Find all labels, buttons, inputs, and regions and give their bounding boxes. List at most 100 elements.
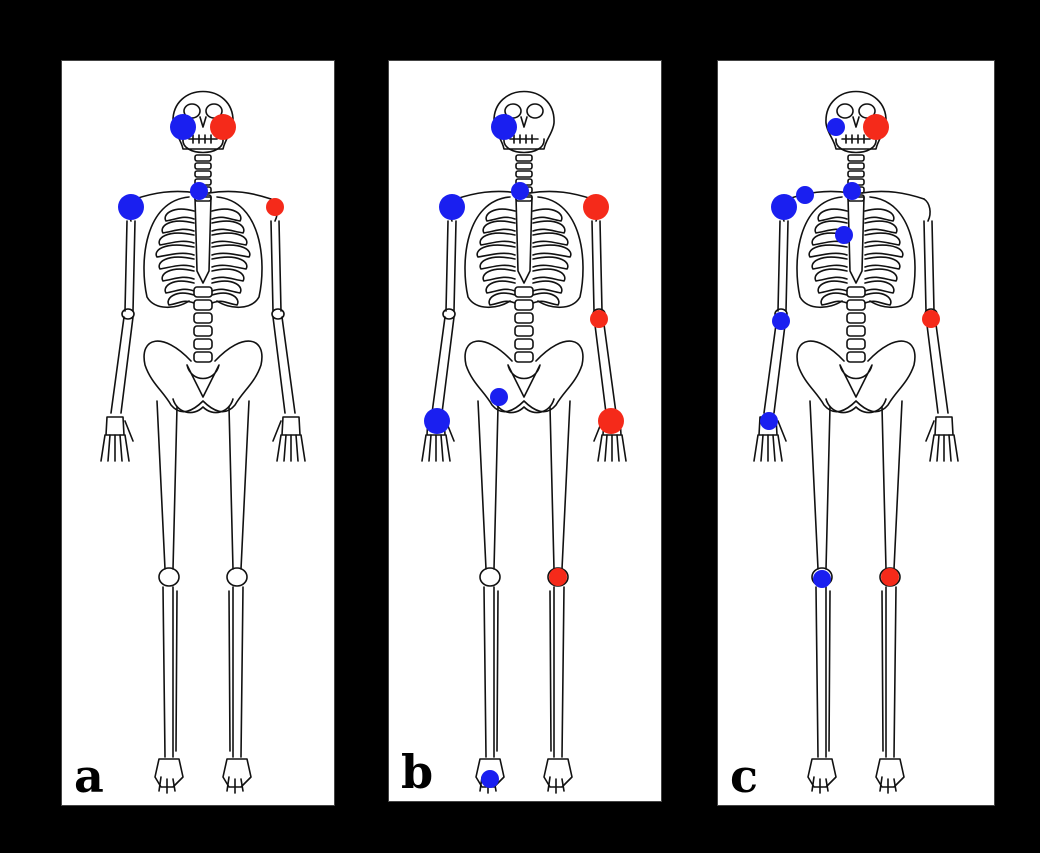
rib-right: [815, 269, 847, 281]
rib-left: [212, 269, 244, 281]
toes: [812, 777, 828, 793]
marker-blue-right-ribs: [835, 226, 853, 244]
rib-right: [165, 209, 194, 221]
lumbar-vertebra: [847, 300, 865, 310]
finger: [773, 435, 775, 461]
rib-left: [212, 293, 238, 305]
teeth: [510, 135, 538, 143]
lumbar-vertebra: [847, 287, 865, 297]
marker-blue-sternal-notch: [511, 182, 529, 200]
lumbar-vertebra: [194, 300, 212, 310]
femur-left: [882, 401, 902, 569]
lumbar-vertebra: [194, 287, 212, 297]
lumbar-vertebra: [515, 287, 533, 297]
finger: [605, 435, 607, 461]
finger: [598, 435, 602, 461]
rib-right: [809, 245, 847, 257]
marker-blue-right-knee: [813, 570, 831, 588]
rib-right: [159, 233, 194, 245]
nasal-cavity: [521, 117, 527, 127]
marker-red-left-shoulder: [266, 198, 284, 216]
marker-blue-sternal-notch: [843, 182, 861, 200]
rib-right: [812, 257, 847, 269]
cervical-vertebra: [195, 163, 211, 169]
tibia-left: [229, 587, 243, 757]
forearm-right: [764, 317, 786, 413]
rib-right: [159, 257, 194, 269]
finger: [296, 435, 298, 461]
rib-right: [486, 281, 515, 293]
marker-blue-right-shoulder: [439, 194, 465, 220]
lumbar-vertebra: [847, 313, 865, 323]
finger: [754, 435, 758, 461]
tibia-right: [163, 587, 177, 757]
skeleton-c: [718, 61, 994, 805]
marker-red-left-elbow: [922, 310, 940, 328]
knee-left: [227, 568, 247, 586]
rib-right: [165, 281, 194, 293]
tibia-right: [484, 587, 498, 757]
rib-right: [156, 245, 194, 257]
toes: [159, 777, 175, 793]
knee-right: [159, 568, 179, 586]
humerus-right: [778, 221, 788, 311]
rib-left: [865, 245, 903, 257]
rib-left: [865, 257, 900, 269]
teeth: [189, 135, 217, 143]
panel-b: b: [388, 60, 662, 802]
nasal-cavity: [853, 117, 859, 127]
finger: [125, 435, 129, 461]
cervical-vertebra: [516, 155, 532, 161]
marker-red-left-shoulder: [583, 194, 609, 220]
marker-blue-right-elbow: [772, 312, 790, 330]
humerus-right: [125, 221, 135, 311]
rib-left: [865, 281, 894, 293]
humerus-left: [271, 221, 281, 311]
hand-left: [282, 417, 300, 435]
finger: [120, 435, 122, 461]
forearm-right: [111, 317, 133, 413]
rib-left: [212, 233, 247, 245]
cervical-vertebra: [516, 171, 532, 177]
femur-left: [550, 401, 570, 569]
rib-right: [486, 209, 515, 221]
lumbar-vertebra: [847, 326, 865, 336]
eye-socket-right: [837, 104, 853, 118]
rib-right: [168, 293, 194, 305]
marker-blue-right-wrist: [424, 408, 450, 434]
femur-right: [478, 401, 498, 569]
humerus-left: [924, 221, 934, 311]
elbow-joint-left: [272, 309, 284, 319]
rib-left: [212, 281, 241, 293]
lumbar-vertebra: [847, 339, 865, 349]
finger: [108, 435, 110, 461]
elbow-joint-right: [443, 309, 455, 319]
lumbar-vertebra: [194, 326, 212, 336]
nasal-cavity: [200, 117, 206, 127]
finger: [954, 435, 958, 461]
rib-left: [533, 221, 565, 233]
panel-label-b: b: [401, 749, 433, 795]
forearm-left: [273, 317, 295, 413]
finger: [949, 435, 951, 461]
rib-left: [212, 221, 244, 233]
rib-left: [533, 233, 568, 245]
finger: [937, 435, 939, 461]
mandible: [504, 139, 544, 153]
marker-blue-right-shoulder: [771, 194, 797, 220]
foot-left: [223, 759, 251, 787]
panel-label-c: c: [730, 753, 758, 799]
rib-right: [821, 293, 847, 305]
hand-right: [106, 417, 124, 435]
finger: [761, 435, 763, 461]
marker-blue-right-wrist: [760, 412, 778, 430]
rib-left: [212, 209, 241, 221]
finger: [301, 435, 305, 461]
panel-label-a: a: [74, 753, 104, 799]
rib-right: [162, 269, 194, 281]
mandible: [836, 139, 876, 153]
cervical-vertebra: [516, 163, 532, 169]
finger: [930, 435, 934, 461]
knee-right: [480, 568, 500, 586]
